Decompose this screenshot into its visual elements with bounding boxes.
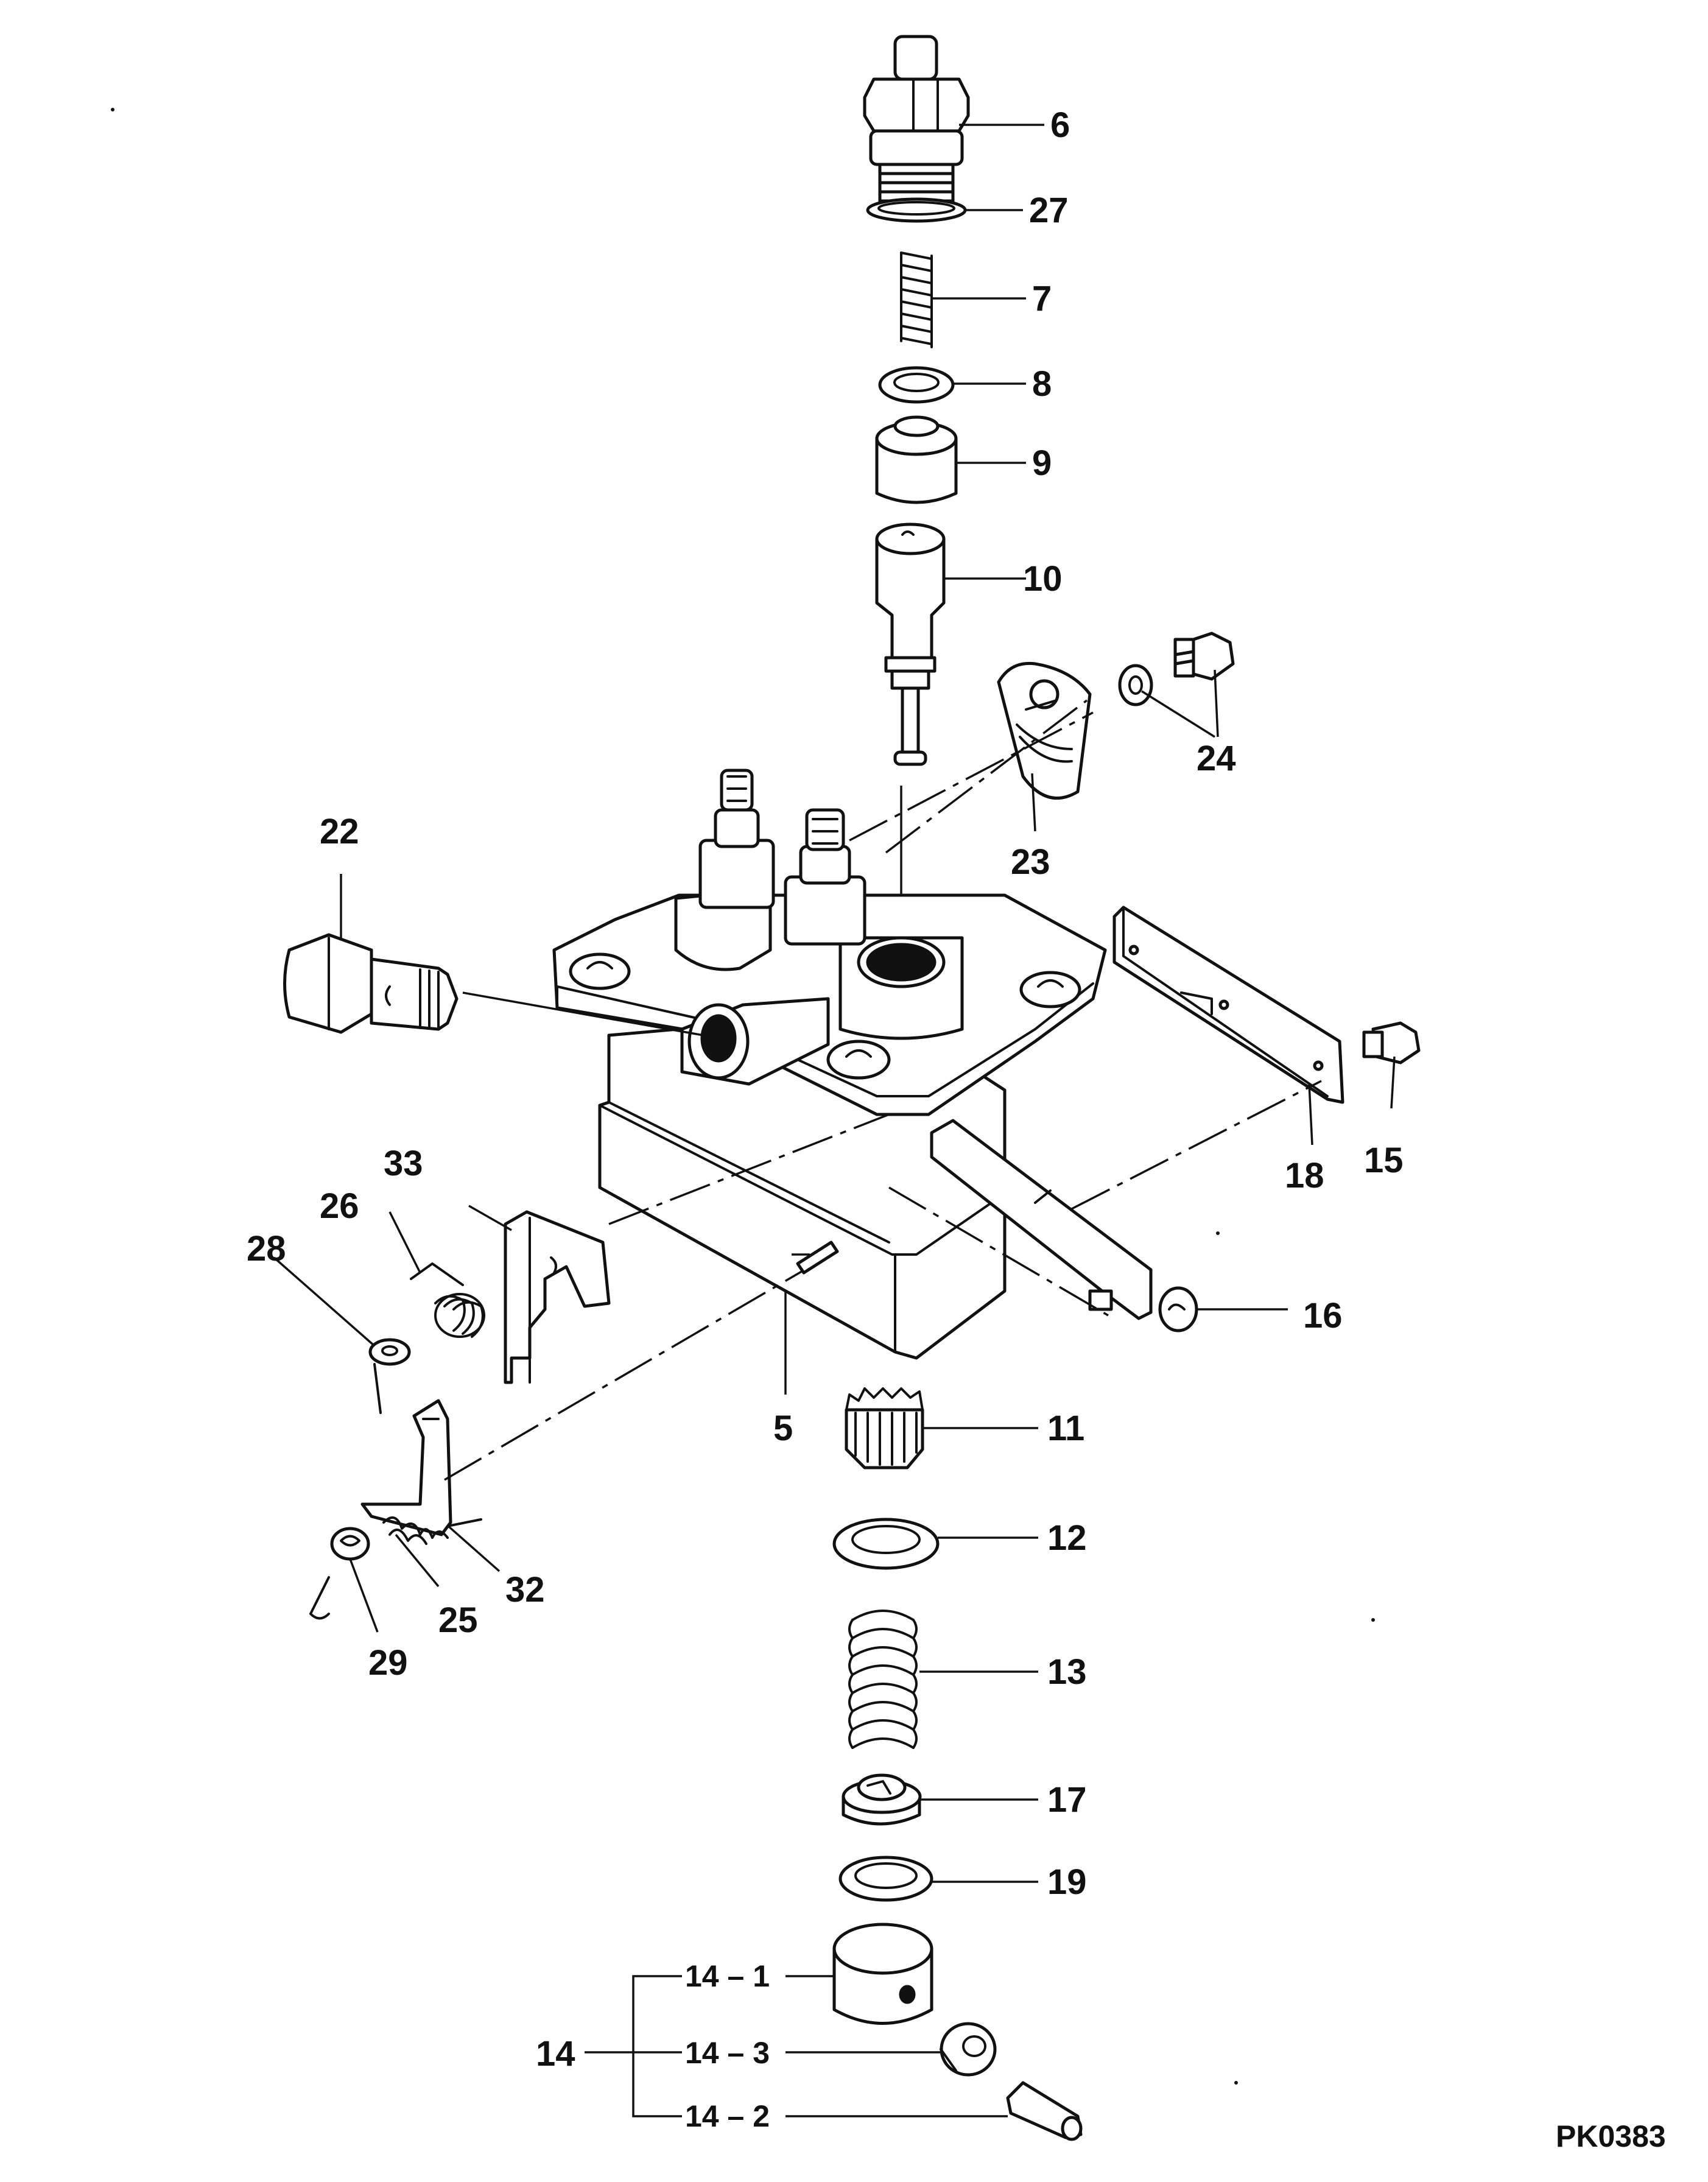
callout-13: 13 [1047, 1652, 1087, 1692]
callout-14-1: 14 – 1 [685, 1959, 770, 1993]
part-26-torsion-spring [410, 1262, 485, 1338]
callout-7: 7 [1032, 279, 1052, 319]
assembly-line-18 [1071, 1080, 1322, 1210]
assembly-line-16 [888, 1186, 1109, 1317]
assembly-line-33 [608, 1113, 890, 1225]
part-28-clip [368, 1338, 411, 1414]
callout-26: 26 [320, 1186, 359, 1226]
callout-14-2: 14 – 2 [685, 2099, 770, 2133]
part-14-1-tappet-body [832, 1923, 933, 2025]
scan-speck [1371, 1618, 1375, 1622]
part-16-control-rod [930, 1119, 1198, 1332]
callout-6: 6 [1050, 105, 1070, 145]
part-9-valve [875, 415, 958, 504]
assembly-line-23b [885, 699, 1088, 854]
part-27-gasket [866, 197, 967, 223]
callout-16: 16 [1303, 1296, 1343, 1336]
callout-22: 22 [320, 812, 359, 851]
callout-33: 33 [384, 1144, 423, 1183]
callout-32: 32 [505, 1570, 545, 1610]
callout-14: 14 [536, 2034, 575, 2074]
part-5-pin [796, 1241, 839, 1275]
callout-23: 23 [1011, 842, 1050, 882]
part-22-banjo-bolt [283, 933, 459, 1034]
callout-25: 25 [438, 1600, 478, 1640]
callout-9: 9 [1032, 443, 1052, 483]
part-14-2-roller-pin [1006, 2081, 1083, 2141]
part-11-pinion-gear [845, 1387, 924, 1469]
scan-speck [1234, 2081, 1238, 2085]
callout-10: 10 [1023, 559, 1063, 599]
part-10-plunger-barrel [875, 523, 946, 766]
part-7-spring [900, 252, 933, 348]
assembly-line-32 [444, 1265, 810, 1481]
callout-5: 5 [773, 1409, 793, 1448]
part-24-bolt-washer [1118, 632, 1235, 706]
callout-29: 29 [368, 1643, 408, 1683]
callout-24: 24 [1197, 739, 1236, 778]
leader-lines [273, 124, 1396, 2117]
part-17-lower-spring-seat [842, 1773, 922, 1826]
scan-speck [1216, 1231, 1220, 1235]
part-5-pump-housing [552, 769, 1107, 1360]
callout-27: 27 [1029, 191, 1069, 230]
callout-12: 12 [1047, 1518, 1087, 1558]
part-12-spring-seat [832, 1518, 940, 1570]
part-29-clip [309, 1527, 370, 1620]
callout-19: 19 [1047, 1862, 1087, 1902]
callout-11: 11 [1047, 1409, 1084, 1448]
callout-15: 15 [1364, 1141, 1404, 1180]
scan-speck [111, 108, 114, 111]
part-18-control-rack [1112, 906, 1344, 1104]
assembly-line-23 [849, 711, 1094, 842]
part-15-screw [1362, 1021, 1421, 1065]
part-25-spring [382, 1516, 482, 1545]
part-19-shim [838, 1856, 933, 1902]
part-32-lever [360, 1399, 452, 1536]
part-23-plate [997, 661, 1092, 800]
callout-8: 8 [1032, 364, 1052, 404]
part-8-washer [878, 366, 955, 404]
part-33-link-plate [504, 1210, 611, 1384]
callout-14-3: 14 – 3 [685, 2036, 770, 2070]
part-6-delivery-valve-holder [863, 35, 970, 209]
drawing-code: PK0383 [1556, 2119, 1666, 2153]
assembly-line-22 [462, 991, 704, 1036]
callout-28: 28 [247, 1229, 286, 1269]
part-13-plunger-spring [848, 1610, 918, 1749]
part-14-3-roller [940, 2022, 997, 2077]
callout-17: 17 [1047, 1780, 1087, 1820]
callout-18: 18 [1285, 1156, 1324, 1195]
